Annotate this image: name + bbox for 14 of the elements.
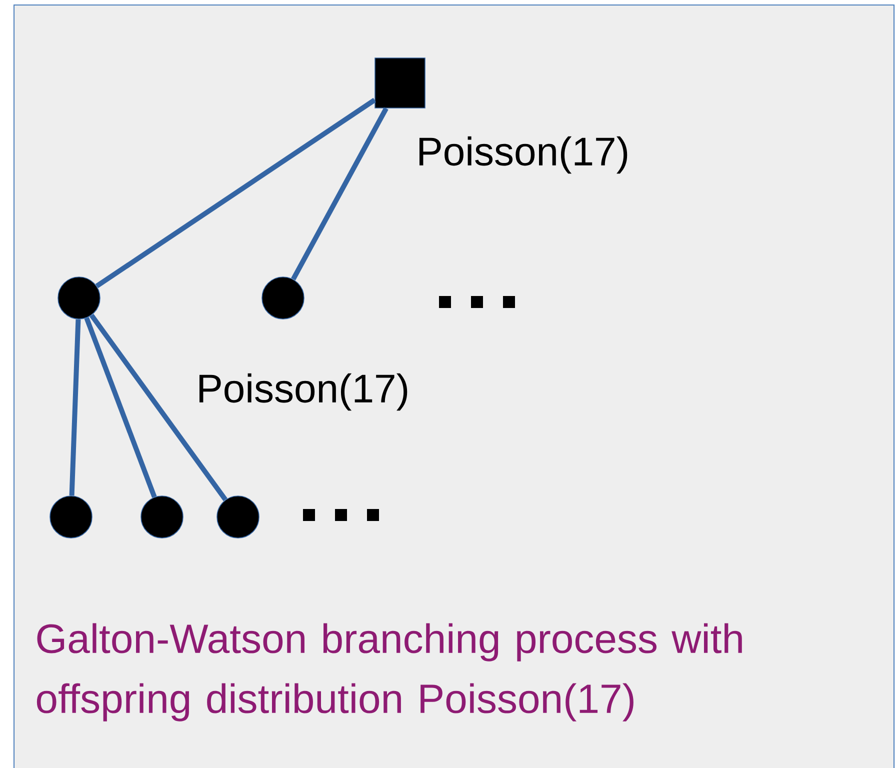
tree-node-circle [50,496,92,538]
tree-edge [69,319,81,496]
tree-node-circle [216,496,260,538]
tree-node-circle [262,276,304,320]
tree-edge [84,317,157,498]
tree-edge [90,314,228,502]
distribution-label: Poisson(17) [419,136,628,174]
tree-edge [95,98,376,288]
tree-edge [291,107,388,280]
caption: Galton-Watson branching process with offspring distribution Poisson(17) [36,623,742,722]
root-square [374,58,426,108]
tree-node-circle [140,496,184,538]
tree-node-circle [58,276,100,320]
distribution-label: Poisson(17) [199,373,408,411]
